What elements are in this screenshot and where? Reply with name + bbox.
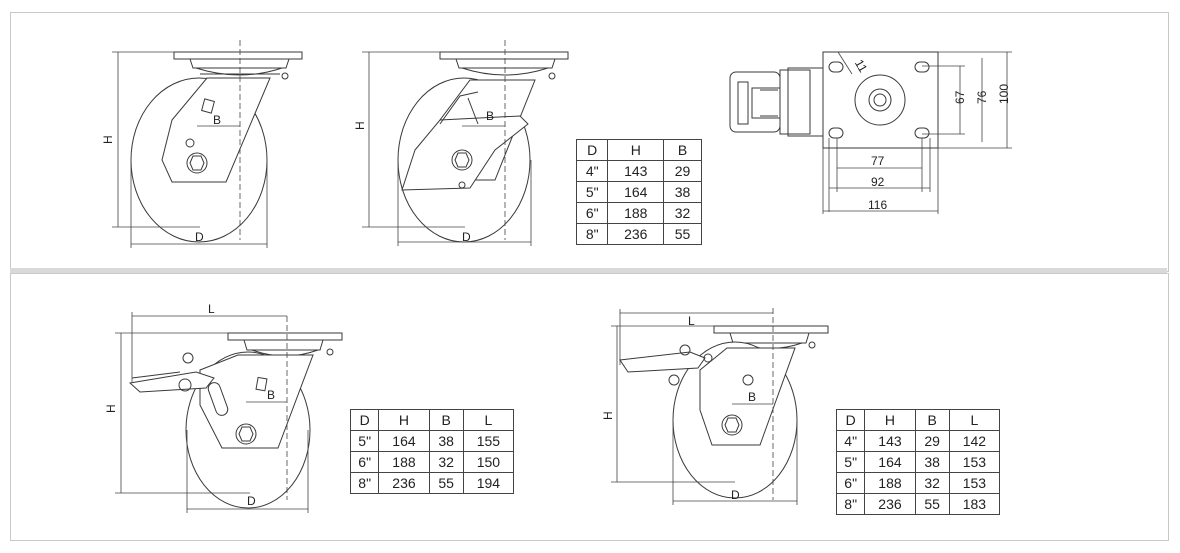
length-label: L	[688, 314, 695, 328]
table-cell: 8"	[349, 472, 380, 494]
table-cell: 188	[864, 472, 916, 494]
dim-92: 92	[871, 175, 885, 189]
table-cell: 32	[428, 451, 464, 473]
dim-77: 77	[871, 154, 885, 168]
table-cell: 5"	[835, 451, 866, 473]
table-cell: 32	[914, 472, 950, 494]
table-cell: 153	[948, 451, 1001, 473]
table-cell: 6"	[835, 472, 866, 494]
table-cell: 194	[462, 472, 515, 494]
table-header-row: D H B L	[835, 409, 1001, 431]
height-label: H	[601, 411, 615, 420]
table-header-row: D H B	[575, 139, 702, 161]
table-cell: 8"	[575, 223, 609, 245]
height-label: H	[101, 135, 115, 144]
table-cell: 8"	[835, 493, 866, 515]
table-cell: 29	[914, 430, 950, 452]
panel-separator	[10, 268, 1167, 273]
table-cell: 32	[663, 202, 702, 224]
table-cell: 38	[914, 451, 950, 473]
offset-label: B	[486, 109, 494, 123]
dim-76: 76	[975, 90, 989, 104]
table-cell: 4"	[575, 160, 609, 182]
table-cell: 183	[948, 493, 1001, 515]
table-cell: 4"	[835, 430, 866, 452]
offset-label: B	[213, 113, 221, 127]
table-cell: 236	[864, 493, 916, 515]
table-cell: 143	[864, 430, 916, 452]
diameter-label: D	[731, 488, 740, 502]
table-cell: 150	[462, 451, 515, 473]
table-cell: 6"	[349, 451, 380, 473]
offset-label: B	[748, 390, 756, 404]
table-cell: 5"	[349, 430, 380, 452]
offset-label: B	[267, 388, 275, 402]
table-cell: 188	[607, 202, 665, 224]
height-label: H	[104, 404, 118, 413]
table-cell: 142	[948, 430, 1001, 452]
column-header: D	[835, 409, 866, 431]
table-cell: 164	[864, 451, 916, 473]
length-label: L	[208, 302, 215, 316]
column-header: L	[948, 409, 1001, 431]
table-cell: 55	[663, 223, 702, 245]
dim-67: 67	[953, 90, 967, 104]
diameter-label: D	[247, 494, 256, 508]
column-header: B	[914, 409, 950, 431]
table-cell: 55	[914, 493, 950, 515]
height-label: H	[353, 121, 367, 130]
column-header: H	[864, 409, 916, 431]
table-cell: 153	[948, 472, 1001, 494]
table-cell: 38	[428, 430, 464, 452]
dim-100: 100	[997, 84, 1011, 104]
dim-116: 116	[868, 198, 887, 212]
diameter-label: D	[195, 230, 204, 244]
diameter-label: D	[462, 230, 471, 244]
table-cell: 55	[428, 472, 464, 494]
